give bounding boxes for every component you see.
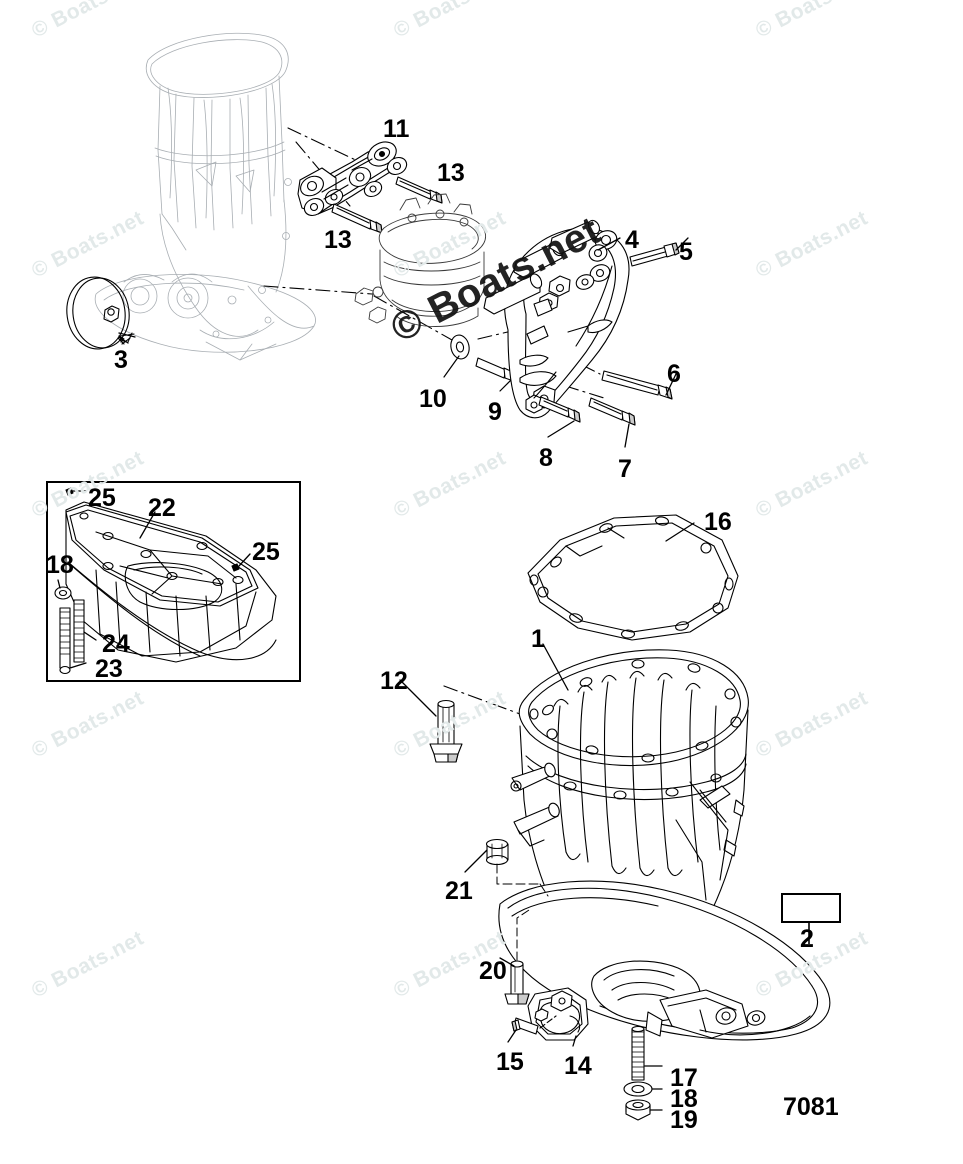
part-17-stud (631, 1025, 645, 1081)
part-6-bolt (601, 370, 673, 400)
callout-bolt-medium: 7 (618, 455, 632, 483)
callout-shift-linkage-bracket: 11 (383, 115, 410, 143)
ghost-exhaust-adapter (354, 193, 486, 327)
inset-lower-cover-drawing (65, 501, 277, 663)
callout-washer-inset: 18 (46, 551, 74, 579)
part-13-bolt-lower (331, 203, 383, 234)
callout-bolt-upper-linkage: 13 (437, 159, 465, 187)
part-24-screw (73, 599, 85, 663)
part-18-washer-inset (54, 586, 72, 600)
callout-bolt-flanged: 12 (380, 667, 408, 695)
part-8-bolt (538, 396, 581, 423)
lower-cover-detail-inset (46, 481, 301, 682)
part-21-plug (485, 838, 509, 866)
callout-decal-label-box: 2 (800, 925, 814, 953)
callout-stud-long: 17 (670, 1064, 698, 1092)
callout-screw: 9 (488, 398, 502, 426)
part-16-gasket (527, 514, 739, 641)
callout-plug: 21 (445, 877, 473, 905)
callout-bolt-long-lower: 6 (667, 360, 681, 388)
part-20-bolt (504, 960, 530, 1005)
part-25-rivet-lower (231, 553, 251, 572)
callout-lower-cover: 22 (148, 494, 176, 522)
callout-clamp-screw: 15 (496, 1048, 524, 1076)
part-10-washer (450, 334, 470, 360)
part-12-bolt (429, 699, 463, 763)
part-4-swivel-bracket (483, 219, 630, 419)
callout-washer: 10 (419, 385, 447, 413)
callout-steering-arm-bracket: 4 (625, 226, 639, 254)
part-25-rivet-upper (65, 487, 87, 496)
part-11-linkage-bracket (297, 141, 408, 217)
ghost-housing (94, 32, 316, 361)
callout-anode-disc: 3 (114, 346, 128, 374)
part-14-clamp (527, 987, 589, 1041)
callout-gasket: 16 (704, 508, 732, 536)
callout-drive-shaft-housing: 1 (531, 625, 545, 653)
drawing-number: 7081 (783, 1093, 839, 1121)
callout-bolt-lower-linkage: 13 (324, 226, 352, 254)
callout-bolt-trim-tab: 20 (479, 957, 507, 985)
callout-clamp-half: 14 (564, 1052, 592, 1080)
part-7-bolt (588, 397, 636, 426)
callout-bolt-long-upper: 5 (679, 238, 693, 266)
part-19-nut (625, 1099, 651, 1121)
callout-rivet-lower: 25 (252, 538, 280, 566)
callout-bolt-short: 8 (539, 444, 553, 472)
part-15-screw (511, 1017, 539, 1035)
callout-screw-short: 24 (102, 630, 130, 658)
callout-screw-long: 23 (95, 655, 123, 683)
callout-nut: 19 (670, 1106, 698, 1134)
part-5-bolt (629, 242, 680, 267)
callout-washer-flat: 18 (670, 1085, 698, 1113)
decal-label-box (781, 893, 841, 923)
callout-rivet-upper: 25 (88, 484, 116, 512)
